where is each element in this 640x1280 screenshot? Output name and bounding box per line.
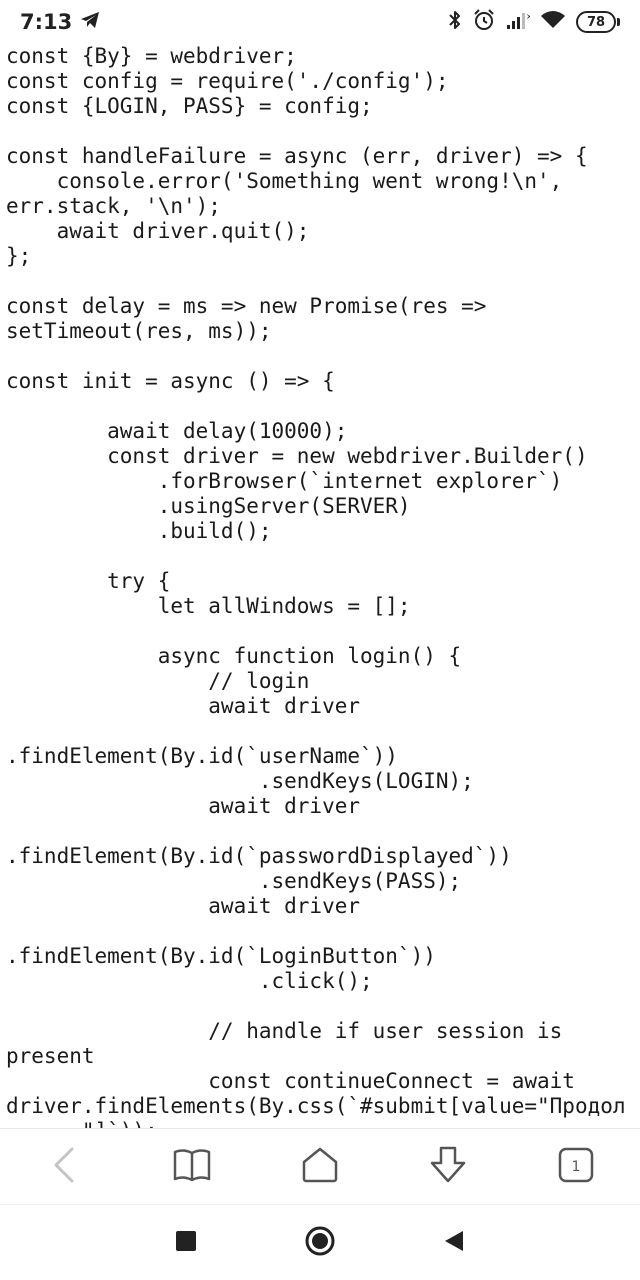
- battery-level: 78: [576, 11, 616, 33]
- bookmarks-button[interactable]: [160, 1135, 224, 1199]
- tab-count: 1: [571, 1158, 581, 1175]
- download-icon: [427, 1145, 469, 1189]
- status-time: 7:13: [20, 10, 73, 34]
- battery-tip: [617, 18, 620, 26]
- back-triangle-icon: [443, 1229, 465, 1257]
- home-circle-icon: [304, 1225, 336, 1261]
- home-button[interactable]: [288, 1135, 352, 1199]
- back-button[interactable]: [32, 1135, 96, 1199]
- home-nav-button[interactable]: [298, 1221, 342, 1265]
- wifi-icon: [540, 10, 566, 34]
- status-bar: 7:13 × 78: [0, 0, 640, 44]
- system-navigation-bar: [0, 1204, 640, 1280]
- tabs-icon: [557, 1146, 595, 1188]
- tabs-button[interactable]: 1: [544, 1135, 608, 1199]
- browser-toolbar: 1: [0, 1128, 640, 1204]
- status-right: × 78: [448, 8, 620, 36]
- svg-text:×: ×: [526, 12, 530, 21]
- alarm-icon: [472, 8, 496, 36]
- bluetooth-icon: [448, 9, 462, 35]
- recents-button[interactable]: [164, 1221, 208, 1265]
- telegram-icon: [80, 10, 100, 34]
- code-viewer[interactable]: const {By} = webdriver; const config = r…: [0, 44, 640, 1128]
- download-button[interactable]: [416, 1135, 480, 1199]
- home-icon: [300, 1146, 340, 1188]
- code-text: const {By} = webdriver; const config = r…: [6, 44, 626, 1128]
- recents-square-icon: [175, 1230, 197, 1256]
- back-nav-button[interactable]: [432, 1221, 476, 1265]
- signal-icon: ×: [506, 10, 533, 34]
- battery-icon: 78: [576, 11, 620, 33]
- book-icon: [172, 1147, 212, 1187]
- chevron-left-icon: [50, 1145, 78, 1189]
- status-left: 7:13: [20, 10, 100, 34]
